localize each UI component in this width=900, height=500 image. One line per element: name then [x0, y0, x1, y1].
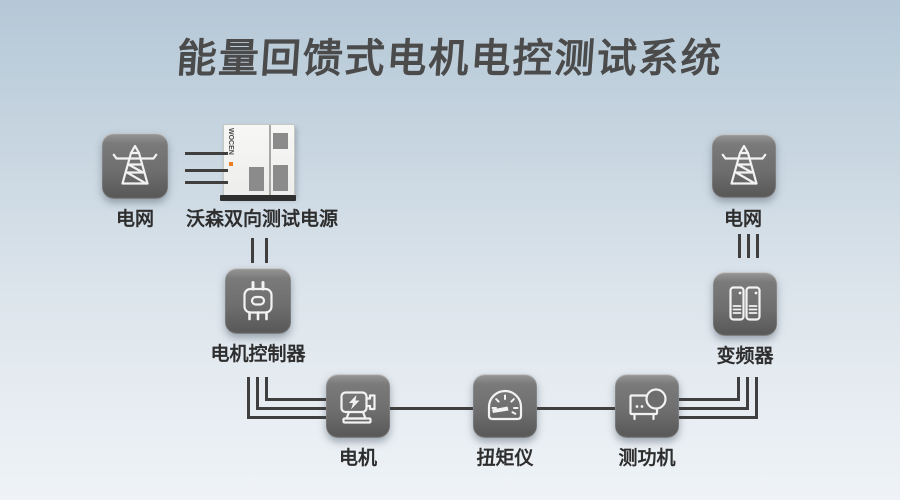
node-dynamometer-label: 测功机	[618, 448, 676, 469]
torque-gauge-icon	[487, 389, 523, 421]
connector-line	[679, 407, 749, 410]
node-grid-left-label: 电网	[115, 209, 154, 230]
connector-line	[185, 181, 228, 184]
node-inverter-label: 变频器	[716, 346, 774, 367]
node-motor-label: 电机	[338, 448, 377, 469]
node-grid-left	[102, 133, 168, 199]
dynamometer-icon	[629, 388, 667, 421]
connector-line	[738, 234, 741, 258]
connector-line	[737, 377, 740, 401]
node-grid-right	[712, 134, 776, 198]
cabinet-vent	[249, 167, 264, 191]
cabinet-vent	[273, 165, 288, 191]
connector-line	[265, 377, 268, 401]
connector-line	[679, 416, 758, 419]
node-torque-meter-label: 扭矩仪	[476, 448, 534, 469]
node-dynamometer	[615, 374, 679, 438]
node-motor-controller-label: 电机控制器	[210, 344, 306, 365]
connector-line	[755, 377, 758, 419]
brand-accent-mark	[229, 162, 233, 166]
node-motor	[326, 374, 390, 438]
connector-line	[256, 407, 326, 410]
connector-line	[390, 407, 473, 410]
page-title: 能量回馈式电机电控测试系统	[175, 37, 725, 81]
node-motor-controller	[225, 268, 291, 334]
connector-line	[247, 377, 250, 419]
node-torque-meter	[473, 374, 537, 438]
transmission-tower-icon	[112, 144, 158, 185]
connector-line	[256, 377, 259, 410]
connector-line	[746, 377, 749, 410]
connector-line	[747, 234, 750, 258]
node-power-supply-label: 沃森双向测试电源	[185, 209, 338, 230]
inverter-drives-icon	[729, 286, 761, 321]
connector-line	[251, 238, 254, 263]
cabinet-base	[220, 195, 296, 201]
connector-line	[265, 238, 268, 263]
transmission-tower-icon	[721, 144, 767, 185]
connector-line	[185, 152, 228, 155]
connector-line	[537, 407, 615, 410]
node-grid-right-label: 电网	[723, 209, 762, 230]
node-inverter	[713, 272, 777, 336]
cabinet-door-divider	[269, 125, 271, 196]
connector-line	[185, 169, 228, 172]
connector-line	[756, 234, 759, 258]
test-power-cabinet-icon: WOCEN	[223, 124, 295, 197]
connector-line	[265, 398, 326, 401]
controller-chip-icon	[243, 281, 273, 321]
connector-line	[679, 398, 740, 401]
connector-line	[247, 416, 326, 419]
cabinet-vent	[273, 133, 288, 149]
brand-logo: WOCEN	[227, 128, 234, 155]
electric-motor-icon	[340, 391, 376, 424]
